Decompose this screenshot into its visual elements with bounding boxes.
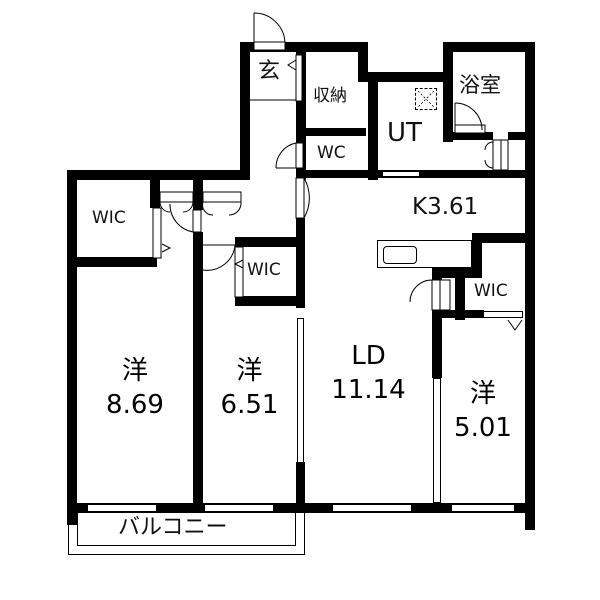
kitchen-counter (377, 240, 472, 268)
wall (432, 310, 484, 318)
room-label-balcony: バルコニー (118, 515, 228, 540)
room-label-wic-right: WIC (474, 281, 508, 301)
wall (478, 233, 530, 243)
wall (455, 278, 465, 320)
washer-pan (415, 88, 437, 110)
wall (525, 42, 535, 530)
wall (193, 232, 203, 510)
room-type: 洋 (469, 379, 496, 409)
wall (240, 42, 250, 180)
room-label-room2: 洋 6.51 (203, 355, 296, 423)
wall (472, 233, 482, 278)
window (332, 504, 412, 512)
wall (193, 170, 203, 210)
wall (296, 218, 305, 308)
window (382, 171, 420, 177)
room-size: 6.51 (220, 389, 279, 420)
window (451, 504, 515, 512)
wall (296, 462, 305, 510)
balcony (68, 513, 305, 555)
window (297, 318, 304, 463)
wall (235, 296, 300, 306)
wall (368, 80, 378, 180)
wall (443, 132, 493, 140)
sink (383, 246, 417, 264)
room-type: LD (351, 341, 386, 371)
room-label-wic-middle: WIC (247, 260, 281, 280)
room-label-entrance: 玄 (258, 59, 281, 84)
wall (67, 503, 535, 513)
wall (150, 170, 160, 208)
room-type: 洋 (236, 356, 263, 386)
wall (443, 42, 535, 52)
wall (296, 128, 366, 136)
wall (358, 42, 368, 82)
wall (508, 132, 528, 140)
wall (296, 50, 306, 180)
room-size: 8.69 (106, 389, 164, 420)
window (433, 378, 441, 503)
room-label-room1: 洋 8.69 (77, 355, 193, 423)
room-label-storage: 収納 (313, 86, 347, 106)
wall (235, 237, 300, 247)
room-label-living: LD 11.14 (305, 340, 432, 408)
room-label-kitchen: K3.61 (412, 194, 479, 220)
window (483, 311, 523, 318)
window (87, 504, 157, 512)
room-label-toilet: WC (317, 143, 346, 163)
room-label-wic-left: WIC (92, 208, 126, 228)
room-label-utility: UT (387, 118, 422, 148)
wall (240, 42, 368, 52)
wall (432, 268, 442, 378)
window (204, 504, 274, 512)
room-size: 5.01 (454, 412, 512, 443)
wall (443, 42, 453, 142)
wall (432, 268, 482, 278)
room-size: 11.14 (331, 374, 406, 405)
wall (67, 257, 157, 267)
room-label-room3: 洋 5.01 (441, 378, 525, 446)
room-type: 洋 (121, 356, 148, 386)
room-label-bath: 浴室 (459, 73, 501, 97)
wall (67, 170, 77, 525)
wall (358, 72, 448, 82)
